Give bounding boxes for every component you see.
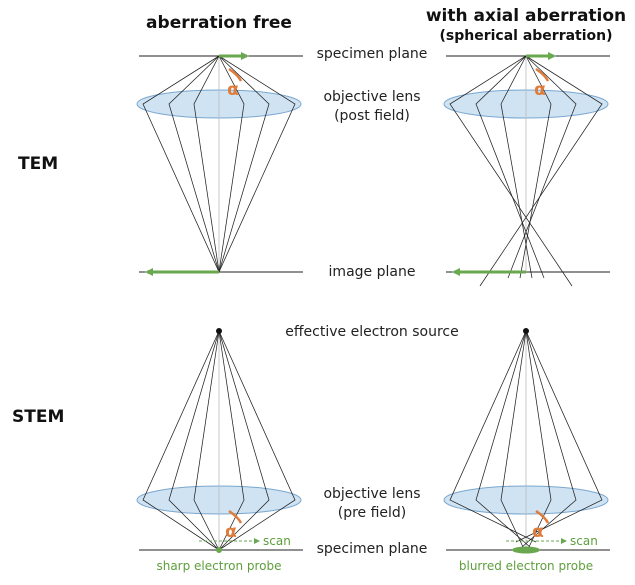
heading-spherical-aberration: (spherical aberration) [439,28,612,44]
label-objective-lens-top: objective lens [323,89,420,105]
alpha-symbol: α [534,80,546,100]
blurred-probe [512,546,540,554]
row-label-tem: TEM [18,154,58,174]
label-objective-lens-bottom: objective lens [323,486,420,502]
electron-ray [500,330,527,548]
heading-with-axial-aberration: with axial aberration [426,6,626,26]
heading-aberration-free: aberration free [146,13,292,33]
tem-aberration-free-panel: α [136,52,303,276]
alpha-arc [535,509,550,524]
alpha-arc [228,67,243,82]
sharp-probe [216,547,222,553]
electron-ray [475,330,531,548]
electron-ray [218,330,270,551]
electron-ray [218,55,270,273]
electron-ray [218,330,296,551]
electron-ray [168,330,220,551]
electron-ray [500,55,533,279]
label-specimen-plane-bottom: specimen plane [317,541,428,557]
electron-ray [218,330,245,551]
electron-source-dot [523,328,529,334]
electron-ray [193,55,220,273]
electron-ray [218,55,245,273]
stem-aberrated-panel: scan α [443,328,610,554]
electron-ray [507,55,577,279]
label-specimen-plane-top: specimen plane [317,46,428,62]
alpha-symbol: α [227,80,239,100]
electron-ray [479,55,603,287]
label-pre-field: (pre field) [338,505,407,521]
scan-label: scan [263,534,291,548]
scan-label: scan [570,534,598,548]
electron-ray [521,330,577,548]
alpha-symbol: α [225,522,237,542]
stem-aberration-free-panel: scan α [136,328,303,553]
alpha-arc [535,67,550,82]
alpha-symbol: α [532,522,544,542]
electron-source-dot [216,328,222,334]
label-sharp-electron-probe: sharp electron probe [156,559,281,573]
label-post-field: (post field) [334,108,410,124]
electron-ray [193,330,220,551]
tem-aberrated-panel: α [443,52,610,287]
electron-ray [515,330,603,543]
label-effective-electron-source: effective electron source [285,324,458,340]
electron-ray [142,330,220,551]
label-image-plane: image plane [329,264,416,280]
electron-ray [449,55,573,287]
alpha-arc [228,509,243,524]
row-label-stem: STEM [12,407,64,427]
label-blurred-electron-probe: blurred electron probe [459,559,593,573]
electron-ray [218,55,296,273]
electron-ray [168,55,220,273]
electron-ray [525,330,552,548]
electron-ray [449,330,537,543]
electron-ray [142,55,220,273]
